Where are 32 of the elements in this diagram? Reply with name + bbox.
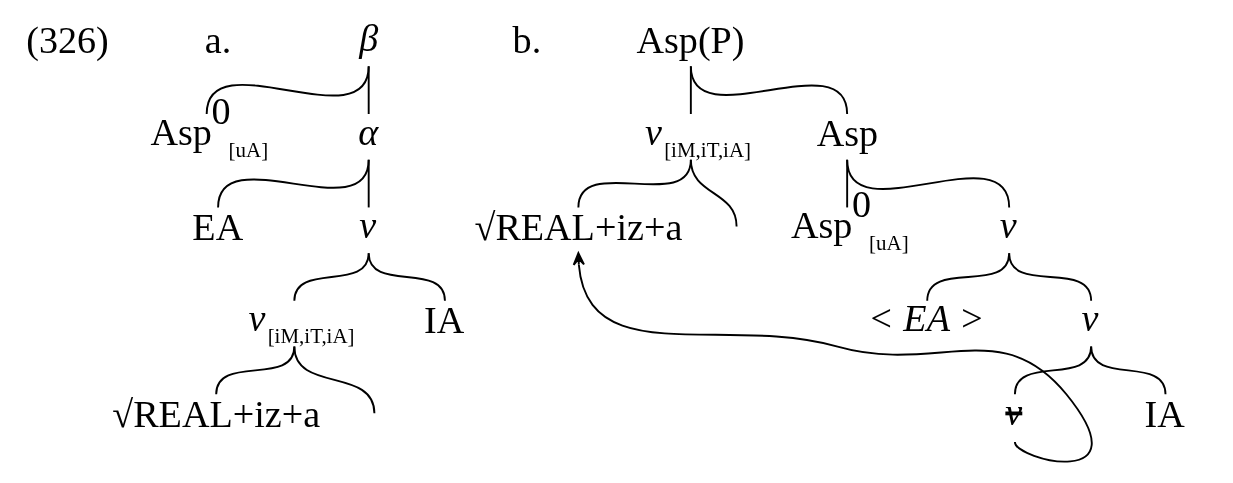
connector <box>367 65 370 115</box>
node-text: IA <box>1144 392 1185 435</box>
connector <box>217 158 370 209</box>
connector <box>1008 252 1093 302</box>
node-text: Asp(P) <box>636 19 745 62</box>
connector <box>689 158 738 228</box>
connector <box>293 252 370 302</box>
connector <box>205 65 370 115</box>
node-text: v <box>999 203 1017 246</box>
label: a. <box>204 19 232 62</box>
node-text: v <box>1081 297 1099 340</box>
node-text: < EA > <box>868 297 985 340</box>
node-text: v$_{[iM,iT,iA]}$ <box>645 110 752 162</box>
node-text: β <box>359 17 379 60</box>
label: b. <box>512 19 542 62</box>
label: (326) <box>26 19 109 62</box>
node-text: EA <box>192 205 244 248</box>
connector <box>846 158 1011 209</box>
node-text: v$_{[iM,iT,iA]}$ <box>248 297 355 349</box>
arrow <box>572 252 1093 463</box>
connector <box>367 252 446 302</box>
connector <box>689 65 849 115</box>
node-text: √REAL+iz+a <box>112 392 321 435</box>
node-text: IA <box>423 299 465 342</box>
connector <box>1090 345 1167 396</box>
connector <box>367 158 370 209</box>
node-text: v <box>1005 390 1023 433</box>
node-text: v <box>359 203 377 246</box>
connector <box>293 345 376 415</box>
node-text: Asp <box>816 112 879 155</box>
node-text: √REAL+iz+a <box>474 205 683 248</box>
node-text: α <box>358 110 379 153</box>
